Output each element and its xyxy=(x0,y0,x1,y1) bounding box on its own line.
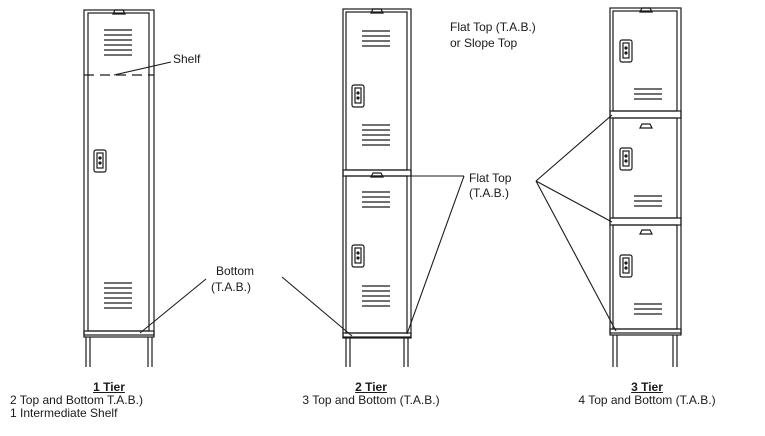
bottom-label-line1: Bottom xyxy=(216,264,254,278)
caption-2-tier: 2 Tier 3 Top and Bottom (T.A.B.) xyxy=(266,381,476,407)
shelf-label: Shelf xyxy=(173,52,201,66)
leader-lines xyxy=(113,61,617,337)
caption-3-tier-title: 3 Tier xyxy=(631,380,663,394)
top-vents xyxy=(104,29,132,56)
caption-1-tier-title: 1 Tier xyxy=(93,380,125,394)
caption-1-tier-line1: 2 Top and Bottom T.A.B.) xyxy=(10,393,143,407)
flat-top-label-line1: Flat Top xyxy=(469,171,512,185)
caption-2-tier-line1: 3 Top and Bottom (T.A.B.) xyxy=(302,393,440,407)
flat-top-leader-b xyxy=(406,175,465,335)
flat-top-label-line2: (T.A.B.) xyxy=(469,186,509,200)
locker-3-tier xyxy=(609,7,682,367)
bottom-vents xyxy=(104,282,132,309)
flat-top-leader-e xyxy=(535,180,617,332)
flat-top-leader-d xyxy=(535,180,613,223)
caption-3-tier: 3 Tier 4 Top and Bottom (T.A.B.) xyxy=(542,381,752,407)
bottom-leader-2 xyxy=(281,276,353,337)
bottom-leader-1 xyxy=(139,278,207,334)
shelf-leader xyxy=(113,61,172,76)
flat-top-leader-c xyxy=(535,114,613,182)
flat-top-slope-label-line2: or Slope Top xyxy=(450,36,517,50)
locker-1-tier xyxy=(83,9,155,367)
caption-1-tier-line2: 1 Intermediate Shelf xyxy=(10,406,118,420)
caption-1-tier: 1 Tier 2 Top and Bottom T.A.B.) 1 Interm… xyxy=(10,381,220,420)
locker-2-tier xyxy=(342,8,412,367)
flat-top-slope-label-line1: Flat Top (T.A.B.) xyxy=(450,20,536,34)
caption-2-tier-title: 2 Tier xyxy=(355,380,387,394)
bottom-label-line2: (T.A.B.) xyxy=(211,280,251,294)
door-handle xyxy=(93,149,107,173)
caption-3-tier-line1: 4 Top and Bottom (T.A.B.) xyxy=(578,393,716,407)
